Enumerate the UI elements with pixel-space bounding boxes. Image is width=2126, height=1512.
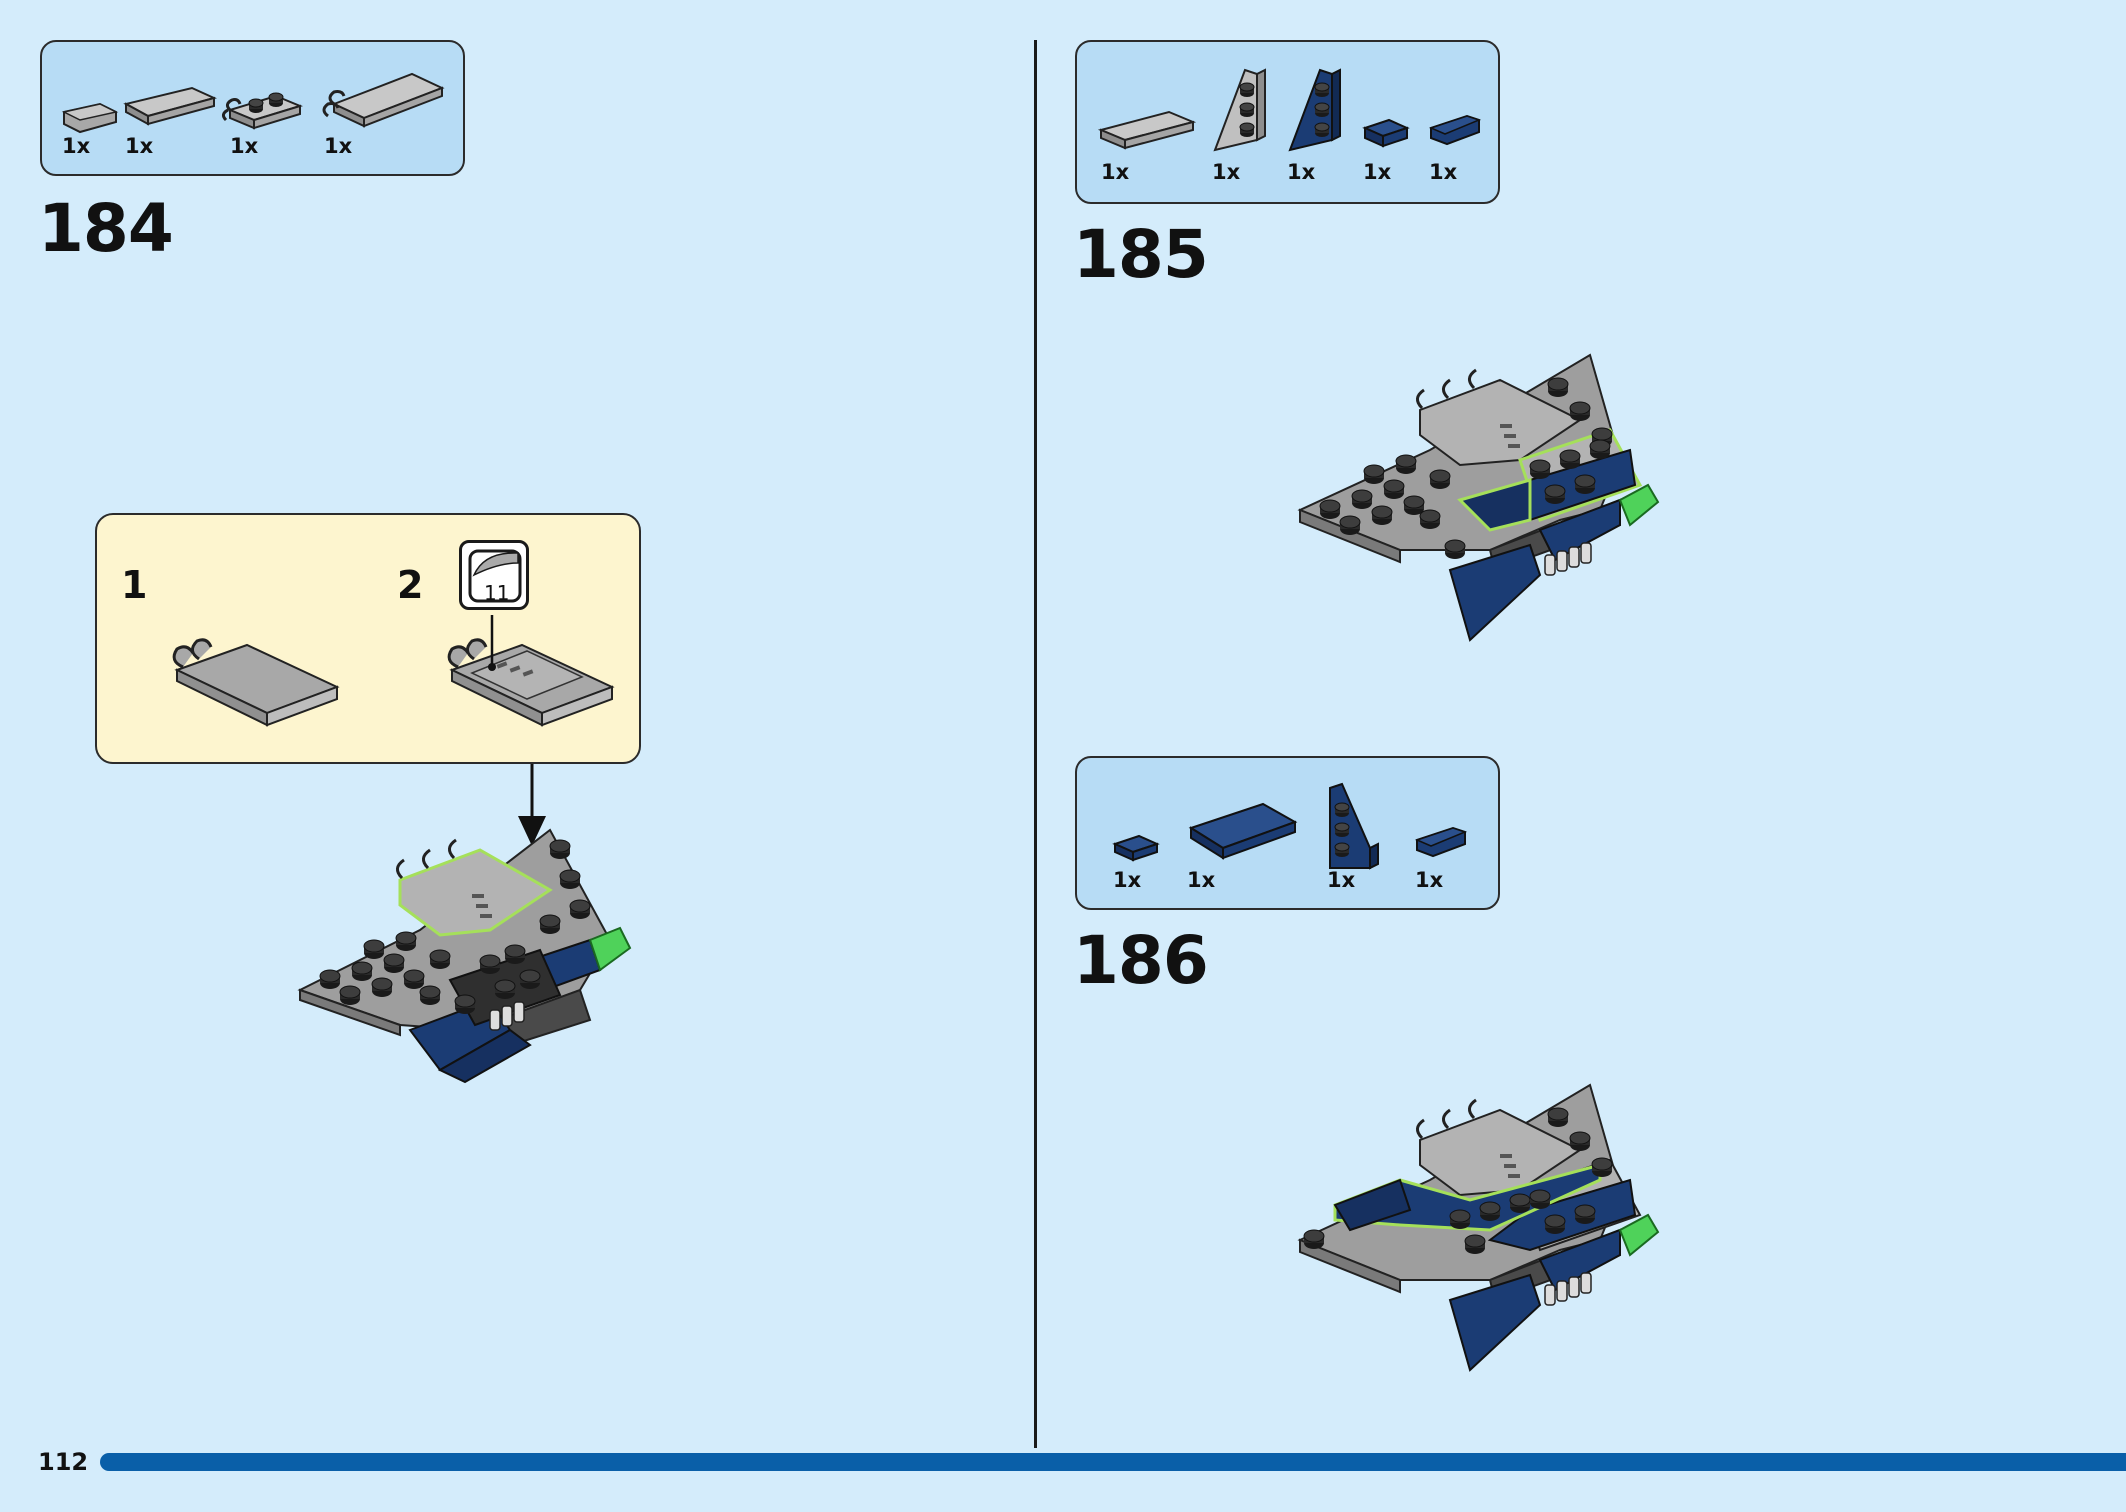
progress-bar xyxy=(100,1453,2126,1471)
down-arrow-icon xyxy=(518,764,546,846)
sub-assembly-callout: 1 2 11 xyxy=(95,513,641,764)
sticker-icon xyxy=(468,549,522,603)
step-number-185: 185 xyxy=(1073,216,1209,293)
sticker-number: 11 xyxy=(484,581,510,605)
part-qty: 1x xyxy=(125,134,154,158)
grey-tile-icon xyxy=(123,86,217,126)
part-qty: 1x xyxy=(62,134,91,158)
blue-tile-icon xyxy=(1362,118,1410,148)
part-qty: 1x xyxy=(230,134,259,158)
part-qty: 1x xyxy=(1212,160,1241,184)
blue-small-tile-icon xyxy=(1112,834,1160,862)
grey-slope-icon xyxy=(61,102,119,134)
model-step-186 xyxy=(1297,1083,1660,1372)
blue-wedge-plate-icon xyxy=(1329,782,1379,870)
parts-box-step-184: 1x 1x 1x 1x xyxy=(40,40,465,176)
model-step-185 xyxy=(1297,353,1660,642)
step-number-186: 186 xyxy=(1073,922,1209,999)
clip-tile-with-sticker-substep-2 xyxy=(447,615,615,727)
model-step-184 xyxy=(297,828,632,1084)
part-qty: 1x xyxy=(1363,160,1392,184)
part-qty: 1x xyxy=(1113,868,1142,892)
part-qty: 1x xyxy=(1415,868,1444,892)
substep-1: 1 xyxy=(121,563,148,607)
part-qty: 1x xyxy=(1429,160,1458,184)
grey-clip-tile-icon xyxy=(322,72,445,128)
grey-wedge-plate-icon xyxy=(1213,68,1266,152)
parts-box-step-185: 1x 1x 1x 1x 1x xyxy=(1075,40,1500,204)
blue-large-tile-icon xyxy=(1188,802,1298,860)
sticker-box: 11 xyxy=(459,540,529,610)
part-qty: 1x xyxy=(1287,160,1316,184)
page-divider xyxy=(1034,40,1037,1448)
step-number-184: 184 xyxy=(38,190,174,267)
part-qty: 1x xyxy=(324,134,353,158)
part-qty: 1x xyxy=(1187,868,1216,892)
blue-slope-icon xyxy=(1414,826,1468,858)
clip-tile-substep-1 xyxy=(172,638,340,727)
page-number: 112 xyxy=(38,1448,89,1476)
part-qty: 1x xyxy=(1327,868,1356,892)
grey-clip-plate-icon xyxy=(221,92,303,130)
parts-box-step-186: 1x 1x 1x 1x xyxy=(1075,756,1500,910)
part-qty: 1x xyxy=(1101,160,1130,184)
blue-wedge-plate-icon xyxy=(1288,68,1341,152)
blue-slope-icon xyxy=(1428,114,1482,146)
grey-long-tile-icon xyxy=(1097,110,1197,150)
substep-2: 2 xyxy=(397,563,424,607)
